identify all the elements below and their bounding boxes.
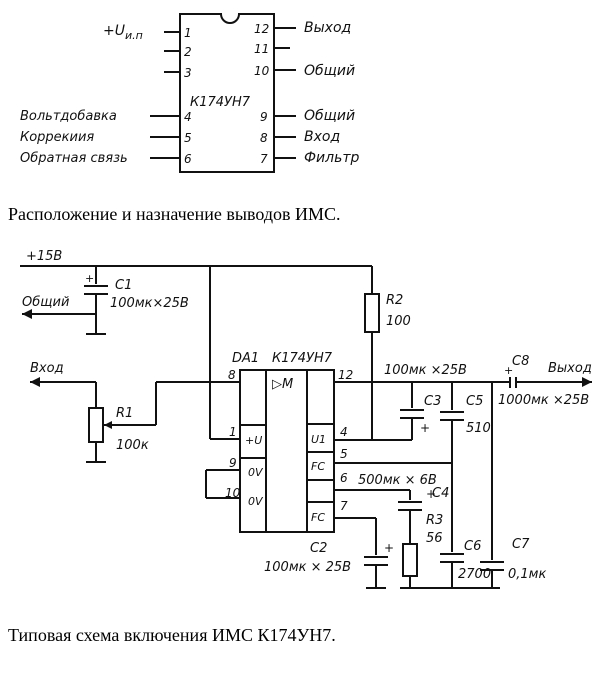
c3-value-top: 100мк ×25В	[384, 363, 467, 378]
svg-text:+: +	[85, 272, 94, 285]
pin-num-11: 11	[254, 42, 269, 56]
c5-ref: C5	[466, 394, 483, 409]
da1-pin-4: 4	[340, 425, 348, 439]
da1-ref: DA1	[232, 351, 259, 366]
pin-label-9: Общий	[304, 108, 355, 124]
pin-num-1: 1	[184, 26, 192, 40]
da1-name: К174УН7	[272, 351, 333, 366]
common-label: Общий	[22, 295, 69, 310]
da1-block-fc1: FC	[311, 460, 325, 473]
pin-num-8: 8	[260, 131, 268, 145]
r1-value: 100к	[116, 438, 149, 453]
da1-symbol: ▷M	[272, 377, 293, 392]
pin-label-6: Обратная связь	[20, 151, 128, 166]
c1-ref: C1	[115, 278, 132, 293]
da1-pin-9: 9	[229, 456, 237, 470]
caption-pinout: Расположение и назначение выводов ИМС.	[8, 204, 341, 224]
pinout-right-pins: 12 11 10 9 8 7 Выход Общий Общий Вход Фи…	[254, 20, 360, 166]
da1-pin-7: 7	[340, 499, 348, 513]
da1-block-u1: U1	[311, 433, 326, 446]
svg-text:+: +	[420, 421, 430, 435]
da1-pin-5: 5	[340, 447, 348, 461]
da1-pin-8: 8	[228, 368, 236, 382]
da1-pin-12: 12	[338, 368, 353, 382]
c3-ref: C3	[424, 394, 441, 409]
c4-ref: C4	[432, 486, 449, 501]
pin-label-5: Коррекиия	[20, 130, 94, 145]
r3-value: 56	[426, 531, 443, 546]
c6-ref: C6	[464, 539, 481, 554]
pin-num-6: 6	[184, 152, 192, 166]
r2-ref: R2	[386, 293, 403, 308]
da1-block-fc2: FC	[311, 511, 325, 524]
pin-label-1: +Uи.п	[103, 23, 143, 42]
pin-label-10: Общий	[304, 63, 355, 79]
supply-label: +15В	[26, 249, 62, 264]
svg-text:+: +	[384, 541, 394, 555]
r2-value: 100	[386, 314, 411, 329]
r3-body	[402, 543, 418, 577]
r2-body	[364, 293, 380, 333]
pinout-left-pins: 1 2 3 4 5 6 +Uи.п Вольтдобавка Коррекиия…	[20, 23, 192, 166]
svg-text:+: +	[426, 487, 436, 501]
da1-pin1-func: +U	[245, 434, 262, 447]
input-label: Вход	[30, 361, 64, 376]
pinout-chip-body	[179, 13, 275, 173]
c6-value: 2700	[458, 567, 491, 582]
pin-label-12: Выход	[304, 20, 351, 36]
c5-value: 510	[466, 421, 491, 436]
pin-label-8: Вход	[304, 129, 340, 145]
svg-text:+: +	[504, 364, 513, 377]
da1-pin10-func: 0V	[248, 495, 264, 508]
r1-ref: R1	[116, 406, 133, 421]
da1-pin9-func: 0V	[248, 466, 264, 479]
da1-pin-10: 10	[225, 486, 241, 500]
c7-ref: C7	[512, 537, 530, 552]
pin-num-12: 12	[254, 22, 269, 36]
r3-ref: R3	[426, 513, 443, 528]
pin-label-4: Вольтдобавка	[20, 109, 117, 124]
pin-num-4: 4	[184, 110, 192, 124]
pinout-chip-name: К174УН7	[190, 95, 251, 110]
c1-value: 100мк×25В	[110, 296, 189, 311]
c7-value: 0,1мк	[508, 567, 546, 582]
da1-pin-6: 6	[340, 471, 348, 485]
da1-pin-1: 1	[229, 425, 237, 439]
pin-num-5: 5	[184, 131, 192, 145]
schematic: +15В + C1 100мк×25В Общий R2 100	[20, 249, 592, 589]
output-label: Выход	[548, 361, 592, 376]
pin-num-2: 2	[184, 45, 192, 59]
pin-num-9: 9	[260, 110, 268, 124]
c8-ref: C8	[512, 354, 529, 369]
pin-num-10: 10	[254, 64, 270, 78]
pin-num-3: 3	[184, 66, 192, 80]
c8-value: 1000мк ×25В	[498, 393, 589, 408]
c2-ref: C2	[310, 541, 327, 556]
r1-body	[88, 407, 104, 443]
caption-schematic: Типовая схема включения ИМС К174УН7.	[8, 625, 336, 645]
c4-value: 500мк × 6В	[358, 473, 437, 488]
c2-value: 100мк × 25В	[264, 560, 351, 575]
pin-label-7: Фильтр	[304, 150, 360, 166]
pin-num-7: 7	[260, 152, 268, 166]
